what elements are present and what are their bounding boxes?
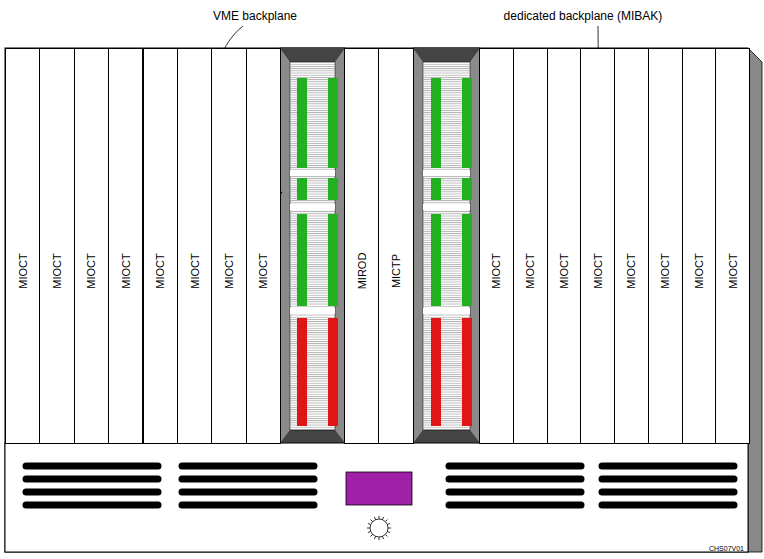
module-name: MIOCT <box>85 253 97 288</box>
module-name: MIOCT <box>257 253 269 288</box>
dedicated-backplane <box>413 48 480 443</box>
callout-label: dedicated backplane (MIBAK) <box>504 9 663 23</box>
module-name: MIOCT <box>120 253 132 288</box>
module-card: MIOCT <box>5 48 40 444</box>
module-card: MIOCT <box>177 48 212 444</box>
crate-side <box>748 48 762 552</box>
module-name: MIOCT <box>693 253 705 288</box>
module-name: MIOCT <box>17 253 29 288</box>
module-card: MIOCT <box>74 48 109 444</box>
module-name: MIOCT <box>189 253 201 288</box>
crate-frame <box>5 48 748 552</box>
module-card: MIOCT <box>143 48 178 444</box>
module-name: MIROD <box>356 253 368 290</box>
module-card: MIOCT <box>715 48 750 444</box>
module-card: MIOCT <box>108 48 143 444</box>
module-card: MIOCT <box>648 48 683 444</box>
module-name: MIOCT <box>154 253 166 288</box>
module-card: MIOCT <box>682 48 717 444</box>
module-card: MIOCT <box>39 48 74 444</box>
module-card: MIOCT <box>246 48 281 444</box>
module-name: MIOCT <box>659 253 671 288</box>
module-card: MIOCT <box>580 48 615 444</box>
callout-label: VME backplane <box>213 9 297 23</box>
module-card: MIOCT <box>547 48 582 444</box>
module-card: MIOCT <box>513 48 548 444</box>
fan-tray <box>5 443 748 552</box>
vme-backplane <box>280 48 345 443</box>
knob <box>367 516 391 540</box>
drawing-id: CHS07V01 <box>709 545 744 552</box>
module-name: MIOCT <box>558 253 570 288</box>
module-name: MIOCT <box>223 253 235 288</box>
module-card: MICTP <box>378 48 414 444</box>
module-name: MIOCT <box>727 253 739 288</box>
module-name: MIOCT <box>490 253 502 288</box>
module-card: MIROD <box>344 48 379 444</box>
module-name: MICTP <box>390 254 402 288</box>
module-name: MIOCT <box>592 253 604 288</box>
module-card: MIOCT <box>211 48 246 444</box>
module-card: MIOCT <box>614 48 649 444</box>
module-card: MIOCT <box>479 48 514 444</box>
module-name: MIOCT <box>524 253 536 288</box>
module-name: MIOCT <box>625 253 637 288</box>
module-name: MIOCT <box>51 253 63 288</box>
display <box>346 472 412 505</box>
